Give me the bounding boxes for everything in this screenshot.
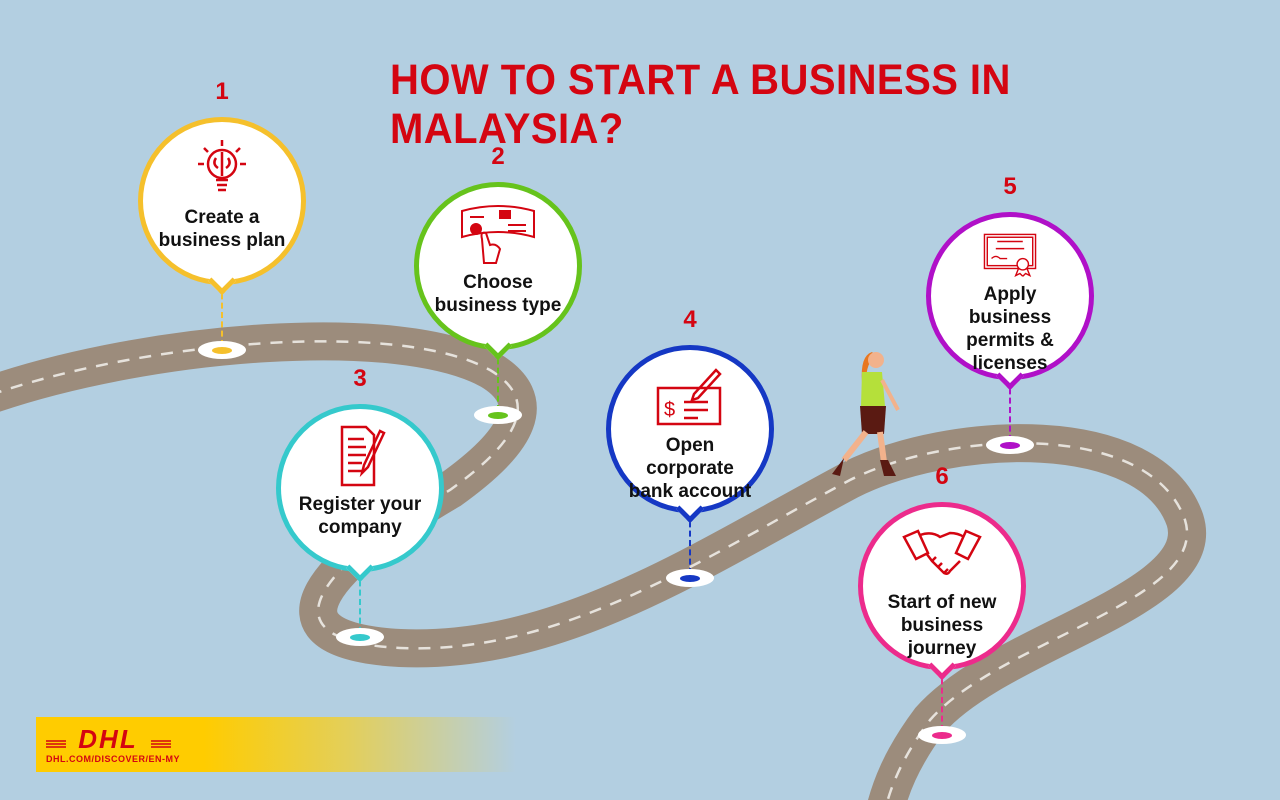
step-number: 1 <box>215 78 229 105</box>
dashed-connector <box>221 284 223 346</box>
step-label: Create a business plan <box>158 207 286 251</box>
step-label: Start of new business journey <box>887 592 997 659</box>
step-bubble: Start of new business journey <box>858 502 1026 681</box>
step-bubble: Choose business type <box>414 182 582 361</box>
road-marker <box>198 341 246 359</box>
document-pen-icon <box>340 425 386 487</box>
step-number: 2 <box>491 143 505 170</box>
handshake-icon <box>902 529 982 575</box>
road-marker <box>474 406 522 424</box>
lightbulb-brain-icon <box>198 140 246 192</box>
step-number: 3 <box>353 365 367 392</box>
road-marker <box>336 628 384 646</box>
step-label: Register your company <box>298 494 422 538</box>
certificate-icon <box>983 233 1037 277</box>
road-marker <box>918 726 966 744</box>
road-marker <box>986 436 1034 454</box>
dhl-logo: DHL <box>46 727 171 751</box>
dashed-connector <box>497 349 499 411</box>
svg-text:DHL: DHL <box>78 727 137 751</box>
road-marker <box>666 569 714 587</box>
dashed-connector <box>359 571 361 633</box>
svg-text:$: $ <box>664 399 675 421</box>
page-title: HOW TO START A BUSINESS IN MALAYSIA? <box>390 56 1011 153</box>
step-label: Open corporate bank account <box>628 435 752 502</box>
step-number: 4 <box>683 306 697 333</box>
dhl-banner: DHL DHL.COM/DISCOVER/EN-MY <box>36 717 516 772</box>
step-bubble: Register your company <box>276 404 444 583</box>
cheque-pen-icon: $ <box>656 368 722 426</box>
step-bubble: $ Open corporate bank account <box>606 345 774 524</box>
walking-woman-illustration <box>832 352 900 476</box>
dashed-connector <box>689 512 691 574</box>
step-bubble: Create a business plan <box>138 117 306 296</box>
dashed-connector <box>1009 379 1011 441</box>
step-number: 6 <box>935 463 949 490</box>
step-label: Apply business permits & licenses <box>966 284 1054 374</box>
touch-select-icon <box>461 205 535 264</box>
step-number: 5 <box>1003 173 1017 200</box>
step-bubble: Apply business permits & licenses <box>926 212 1094 391</box>
dhl-url-link[interactable]: DHL.COM/DISCOVER/EN-MY <box>46 754 181 764</box>
dashed-connector <box>941 669 943 731</box>
step-label: Choose business type <box>434 272 562 316</box>
